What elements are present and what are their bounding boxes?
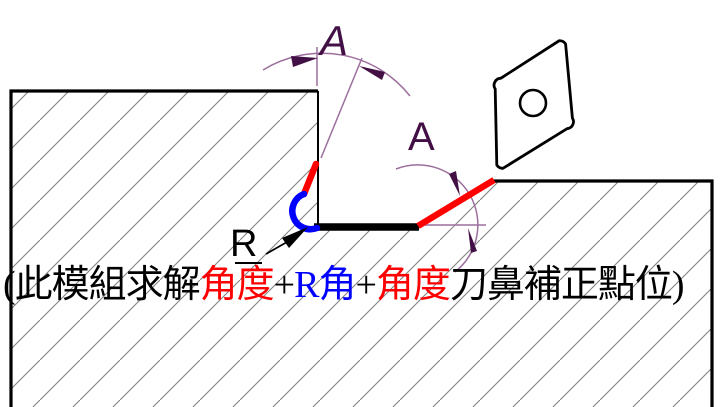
arrowhead-right-upper-icon — [449, 171, 460, 196]
angle-label-right: A — [408, 115, 435, 159]
cutting-edge-right-line — [416, 177, 496, 229]
caption-segment: R角 — [294, 264, 356, 306]
radius-leader-arrow-icon — [282, 227, 308, 248]
caption-segment: + — [355, 264, 376, 306]
angle-label-top: A — [317, 17, 348, 64]
arrowhead-right-lower-icon — [468, 228, 477, 253]
tool-insert-hole — [518, 88, 548, 118]
workpiece-hatched-region — [11, 91, 712, 407]
caption-segment: 刀鼻補正點位) — [449, 264, 685, 306]
caption-segment: (此模組求解 — [3, 264, 201, 306]
caption-segment: 角度 — [199, 264, 275, 306]
left-block-outline — [9, 89, 318, 407]
caption-segment: + — [273, 264, 295, 306]
diagonal-extension-line — [320, 57, 363, 159]
radius-leader-line — [265, 241, 288, 255]
radius-label: R — [230, 223, 257, 265]
corner-radius-arc — [289, 190, 321, 233]
arrowhead-top-left-icon — [291, 56, 318, 67]
angle-dimension-arc-top — [262, 52, 411, 97]
caption-segment: 角度 — [375, 264, 451, 306]
right-block-outline — [490, 179, 714, 407]
caption-text: (此模組求解角度+R角+角度刀鼻補正點位) — [3, 262, 722, 310]
cutting-edge-left-line — [300, 160, 320, 198]
arrowhead-top-right-icon — [359, 66, 385, 80]
